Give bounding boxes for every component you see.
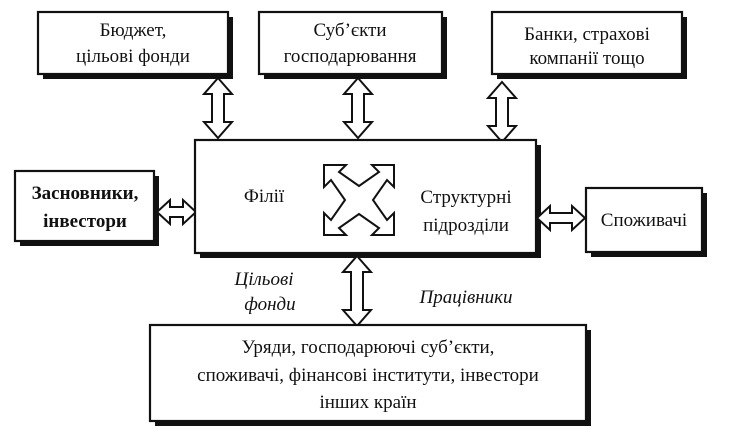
founders-box: Засновники, інвестори — [13, 169, 159, 246]
workers-label: Працівники — [418, 287, 512, 308]
entities-double-arrow — [341, 76, 375, 140]
budget-double-arrow — [201, 76, 235, 140]
cross-arrow-icon — [323, 164, 395, 236]
foreign-line3: інших країн — [319, 392, 416, 413]
foreign-line1: Уряди, господарюючі суб’єкти, — [242, 337, 495, 358]
entities-box: Суб’єкти господарювання — [257, 10, 447, 79]
consumers-label: Споживачі — [601, 210, 687, 231]
units-line1: Структурні — [420, 187, 511, 208]
consumers-box: Споживачі — [584, 186, 707, 257]
entities-line2: господарювання — [284, 46, 417, 67]
consumers-double-arrow — [535, 203, 587, 233]
foreign-double-arrow — [340, 254, 374, 328]
banks-box: Банки, страхові компанії тощо — [490, 10, 687, 79]
budget-line1: Бюджет, — [100, 20, 167, 41]
units-line2: підрозділи — [423, 215, 509, 236]
foreign-line2: споживачі, фінансові інститути, інвестор… — [197, 365, 539, 386]
banks-line1: Банки, страхові — [524, 24, 650, 45]
budget-line2: цільові фонди — [76, 46, 190, 67]
branches-label: Філії — [244, 186, 285, 207]
banks-double-arrow — [485, 80, 519, 144]
founders-double-arrow — [155, 197, 198, 227]
target-funds-line2: фонди — [244, 294, 295, 315]
foreign-box: Уряди, господарюючі суб’єкти, споживачі,… — [148, 323, 591, 426]
center-box: Філії Структурні підрозділи — [193, 138, 541, 258]
target-funds-line1: Цільові — [234, 269, 294, 290]
founders-line1: Засновники, — [32, 183, 139, 204]
entities-line1: Суб’єкти — [313, 20, 386, 41]
budget-box: Бюджет, цільові фонди — [36, 10, 233, 79]
banks-line2: компанії тощо — [529, 48, 644, 69]
founders-line2: інвестори — [43, 211, 127, 232]
